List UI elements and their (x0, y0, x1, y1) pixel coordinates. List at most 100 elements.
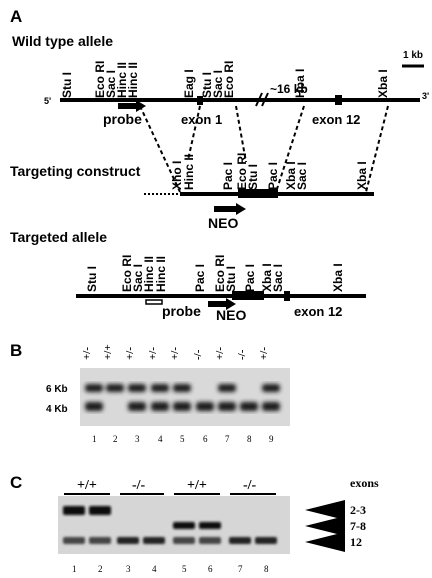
rtpcr-lane-number: 8 (264, 564, 269, 574)
wt-site-hinc-ii: Hinc II (126, 62, 140, 98)
southern-lane-number: 3 (135, 434, 140, 444)
wt-probe-label: probe (103, 111, 142, 127)
band-6kb (106, 384, 124, 392)
rtpcr-lane-number: 5 (182, 564, 187, 574)
band-6kb (128, 384, 146, 392)
southern-genotype-label: +/- (81, 347, 93, 360)
wt-5prime: 5' (44, 96, 51, 106)
southern-genotype-label: -/- (236, 349, 248, 360)
tc-site-eco-ri: Eco RI (235, 153, 249, 190)
southern-genotype-label: +/- (258, 347, 270, 360)
rtpcr-lane-number: 4 (152, 564, 157, 574)
southern-blot-gel (80, 368, 290, 426)
band-exon-12 (117, 537, 139, 544)
band-4kb (196, 402, 214, 411)
wt-site-eco-ri: Eco RI (93, 61, 107, 98)
wt-site-hpa-i: Hpa I (293, 69, 307, 98)
band-4kb (218, 402, 236, 411)
band-4kb (128, 402, 146, 411)
ta-site-stu-i: Stu I (85, 266, 99, 292)
band-4kb (85, 402, 103, 411)
tc-site-stu-i: Stu I (246, 164, 260, 190)
exon-label-7-8: 7-8 (350, 519, 366, 533)
tc-neo-arrow (214, 203, 246, 215)
wt-site-stu-i: Stu I (60, 72, 74, 98)
ta-site-eco-ri: Eco RI (213, 255, 227, 292)
rtpcr-genotype-groups: +/+-/-+/+-/- (64, 478, 276, 495)
ta-probe-label: probe (162, 303, 201, 319)
tc-site-sac-i: Sac I (295, 162, 309, 190)
ta-probe-box (145, 299, 163, 305)
ta-exon-12-label: exon 12 (294, 304, 342, 319)
wt-3prime: 3' (422, 91, 429, 101)
wt-site-eag-i: Eag I (182, 69, 196, 98)
southern-lane-number: 2 (113, 434, 118, 444)
rtpcr-lane-number: 1 (72, 564, 77, 574)
band-4kb (240, 402, 258, 411)
panel-a-label: A (10, 7, 22, 26)
exon-arrow-2-3 (305, 500, 345, 520)
band-exon-2-3 (63, 506, 85, 515)
wt-allele-title: Wild type allele (12, 33, 113, 49)
tc-neo-box (238, 189, 278, 198)
tc-site-pac-i: Pac I (221, 162, 235, 190)
band-exon-12 (229, 537, 251, 544)
exon-label-12: 12 (350, 535, 362, 549)
ta-site-pac-i: Pac I (193, 264, 207, 292)
wt-site-hinc-ii: Hinc II (115, 62, 129, 98)
band-exon-12 (89, 537, 111, 544)
southern-lane-number: 9 (269, 434, 274, 444)
band-exon-12 (143, 537, 165, 544)
southern-lane-number: 5 (180, 434, 185, 444)
ta-site-xba-i: Xba I (260, 263, 274, 292)
group-genotype-label: +/+ (77, 478, 97, 493)
southern-genotype-label: +/+ (102, 344, 114, 360)
ta-site-xba-i: Xba I (331, 263, 345, 292)
group-genotype-label: +/+ (187, 478, 207, 493)
southern-lane-number: 7 (225, 434, 230, 444)
ta-neo-label: NEO (216, 307, 246, 323)
ta-site-stu-i: Stu I (224, 266, 238, 292)
ta-site-sac-i: Sac I (131, 264, 145, 292)
wt-site-sac-i: Sac I (104, 70, 118, 98)
exon-arrow-7-8 (305, 516, 345, 536)
wt-site-sac-i: Sac I (211, 70, 225, 98)
ta-site-pac-i: Pac I (243, 264, 257, 292)
wt-gap-mark (255, 92, 263, 107)
southern-genotype-label: -/- (192, 349, 204, 360)
exon-label-2-3: 2-3 (350, 503, 366, 517)
southern-genotypes: +/-+/++/-+/-+/--/-+/--/-+/- (81, 344, 270, 360)
tc-title: Targeting construct (10, 163, 141, 179)
ta-site-eco-ri: Eco RI (120, 255, 134, 292)
wt-gap-mark (261, 92, 269, 107)
wt-site-stu-i: Stu I (200, 72, 214, 98)
band-6kb (151, 384, 169, 392)
band-6kb (85, 384, 103, 392)
band-exon-12 (173, 537, 195, 544)
band-4kb-label: 4 Kb (46, 404, 68, 415)
band-exon-2-3 (89, 506, 111, 515)
southern-lane-number: 1 (92, 434, 97, 444)
exons-header: exons (350, 476, 379, 490)
band-exon-12 (255, 537, 277, 544)
band-6kb-label: 6 Kb (46, 384, 68, 395)
wt-exon-12-label: exon 12 (312, 112, 360, 127)
wt-exon-1-label: exon 1 (181, 112, 222, 127)
band-exon-12 (199, 537, 221, 544)
band-4kb (262, 402, 280, 411)
rtpcr-bands (63, 506, 277, 544)
tc-site-xba-i: Xba I (284, 161, 298, 190)
ta-neo-arrow (208, 298, 236, 310)
tc-neo-label: NEO (208, 215, 238, 231)
crossover-lines (139, 105, 389, 193)
wt-exon-1-box (197, 96, 203, 105)
wt-gap-label: ~16 kb (270, 82, 308, 96)
wt-exon-12-box (335, 95, 342, 105)
southern-lane-number: 6 (203, 434, 208, 444)
southern-genotype-label: +/- (147, 347, 159, 360)
group-genotype-label: -/- (243, 478, 257, 493)
